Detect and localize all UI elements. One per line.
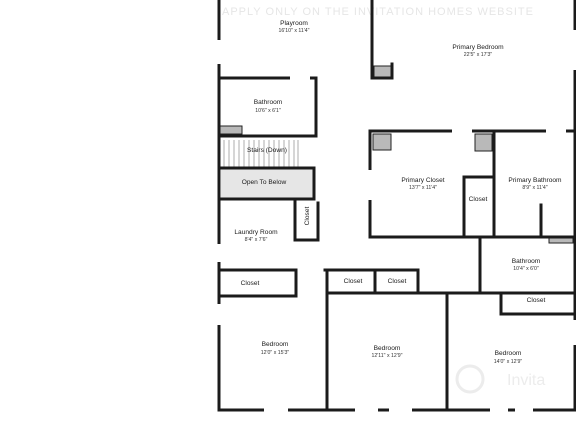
room-dimensions: 8'4" x 7'6" [245,237,268,243]
room-label: Closet [388,278,407,285]
room-label: Bedroom [495,350,522,357]
room-labels: Playroom 16'10" x 11'4" Primary Bedroom … [234,20,562,365]
room-label: Bedroom [374,345,401,352]
room-label: Bedroom [262,341,289,348]
room-dimensions: 22'5" x 17'3" [464,52,493,58]
room-label: Closet [241,280,260,287]
room-dimensions: 8'9" x 11'4" [522,185,547,191]
room-label: Stairs (Down) [247,147,287,154]
stairs [223,140,299,167]
room-label: Primary Bathroom [508,177,562,184]
room-label: Open To Below [242,179,287,186]
room-dimensions: 10'4" x 6'0" [513,266,539,272]
room-dimensions: 12'0" x 15'3" [261,350,290,356]
room-label: Primary Closet [401,177,444,184]
room-label: Bathroom [254,99,283,106]
room-dimensions: 10'6" x 6'1" [255,108,281,114]
room-label: Laundry Room [234,229,278,236]
room-dimensions: 14'0" x 12'9" [494,359,523,365]
brand-logo: Invita [455,364,545,394]
room-label: Primary Bedroom [452,44,504,51]
room-label: Closet [527,297,546,304]
brand-text: Invita [507,372,545,389]
room-label: Closet [469,196,488,203]
room-label: Closet [304,206,311,225]
hatched-chases [219,65,574,244]
room-label: Bathroom [512,258,541,265]
room-dimensions: 16'10" x 11'4" [279,28,310,34]
room-dimensions: 13'7" x 11'4" [409,185,437,191]
room-label: Playroom [280,20,308,27]
watermark-text: APPLY ONLY ON THE INVITATION HOMES WEBSI… [222,6,534,18]
room-dimensions: 12'11" x 12'9" [372,353,403,359]
open-to-below-area [221,169,313,198]
room-label: Closet [344,278,363,285]
door-openings [217,30,576,412]
